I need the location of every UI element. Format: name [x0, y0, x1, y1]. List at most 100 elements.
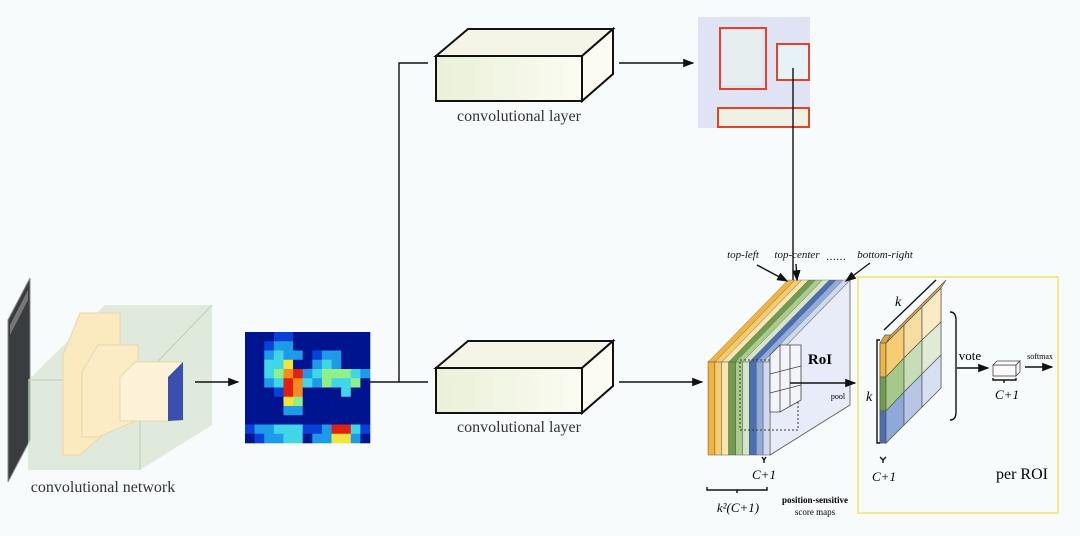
branch-line-top — [398, 62, 428, 382]
heatmap-cell — [293, 341, 303, 351]
heatmap-cell — [350, 369, 361, 379]
heatmap-cell — [321, 341, 332, 351]
heatmap-cell — [331, 387, 342, 398]
position-sensitive-label: position-sensitive — [782, 495, 848, 505]
heatmap-cell — [273, 378, 284, 388]
heatmap-cell — [264, 396, 275, 407]
heatmap-cell — [273, 350, 284, 361]
c-plus-1-maps-label: C+1 — [752, 467, 776, 482]
heatmap-cell — [321, 396, 332, 407]
heatmap-cell — [321, 332, 332, 342]
heatmap-cell — [302, 378, 313, 388]
heatmap-cell — [302, 332, 313, 342]
heatmap-cell — [350, 359, 361, 370]
heatmap-cell — [302, 369, 313, 379]
region-proposal-map — [698, 17, 810, 128]
heatmap-cell — [254, 332, 265, 342]
heatmap-cell — [283, 406, 294, 416]
heatmap-cell — [245, 341, 255, 351]
heatmap-cell — [254, 359, 265, 370]
heatmap-cell — [350, 350, 361, 361]
heatmap-cell — [302, 359, 313, 370]
heatmap-cell — [341, 378, 352, 388]
heatmap-cell — [264, 378, 275, 388]
heatmap-cell — [273, 332, 284, 342]
score-map-slice — [749, 361, 757, 456]
heatmap-cell — [312, 341, 323, 351]
heatmap-cell — [254, 387, 265, 398]
heatmap-cell — [312, 369, 323, 379]
heatmap-cell — [302, 396, 313, 407]
c-plus-1-out-brace — [992, 378, 1017, 383]
bottom-right-label: bottom-right — [857, 249, 914, 261]
heatmap-cell — [293, 369, 303, 379]
c-plus-1-out-label: C+1 — [995, 387, 1019, 402]
heatmap-cell — [360, 359, 371, 370]
heatmap-cell — [273, 415, 284, 425]
heatmap-cell — [293, 396, 303, 407]
heatmap-cell — [302, 415, 313, 425]
heatmap-cell — [283, 341, 294, 351]
heatmap-cell — [254, 406, 265, 416]
heatmap-cell — [264, 387, 275, 398]
heatmap-cell — [341, 396, 352, 407]
heatmap-cell — [293, 350, 303, 361]
heatmap-cell — [273, 359, 284, 370]
heatmap-cell — [293, 415, 303, 425]
heatmap-cell — [283, 332, 294, 342]
heatmap-cell — [341, 433, 352, 444]
heatmap-cell — [312, 433, 323, 444]
heatmap-cell — [360, 424, 371, 435]
heatmap-cell — [293, 424, 303, 435]
heatmap-cell — [264, 433, 275, 444]
heatmap-cell — [245, 350, 255, 361]
heatmap-cell — [245, 359, 255, 370]
score-map-slice — [735, 361, 743, 456]
position-sensitive-score-maps: RoI — [707, 279, 851, 456]
heatmap-cell — [302, 387, 313, 398]
heatmap-cell — [312, 359, 323, 370]
heatmap-cell — [331, 332, 342, 342]
heatmap-cell — [331, 359, 342, 370]
heatmap-cell — [331, 369, 342, 379]
pointer-top-center — [792, 263, 801, 282]
heatmap-cell — [293, 406, 303, 416]
heatmap-cell — [245, 369, 255, 379]
heatmap-cell — [321, 359, 332, 370]
per-roi-box — [857, 276, 1059, 514]
heatmap-cell — [293, 433, 303, 444]
heatmap-cell — [302, 433, 313, 444]
heatmap-cell — [264, 341, 275, 351]
pointer-bottom-right — [844, 262, 871, 282]
roi-label: RoI — [808, 352, 832, 368]
heatmap-cell — [350, 433, 361, 444]
heatmap-cell — [341, 424, 352, 435]
per-roi-label: per ROI — [996, 466, 1048, 483]
heatmap-cell — [264, 415, 275, 425]
heatmap-cell — [283, 396, 294, 407]
heatmap-cell — [254, 378, 265, 388]
heatmap-cell — [331, 350, 342, 361]
heatmap-cell — [341, 350, 352, 361]
heatmap-cell — [321, 378, 332, 388]
heatmap-cell — [273, 396, 284, 407]
heatmap-cell — [331, 406, 342, 416]
heatmap-cell — [254, 424, 265, 435]
heatmap-cell — [293, 332, 303, 342]
c-plus-1-roi-label: C+1 — [872, 469, 896, 484]
score-map-slice — [755, 361, 764, 456]
c-plus-1-roi-brace — [879, 456, 887, 463]
heatmap-cell — [283, 433, 294, 444]
vote-bracket — [949, 311, 957, 421]
heatmap-cell — [273, 341, 284, 351]
heatmap-cell — [331, 424, 342, 435]
heatmap-cell — [312, 350, 323, 361]
heatmap-cell — [360, 387, 371, 398]
heatmap-cell — [341, 415, 352, 425]
heatmap-cell — [331, 396, 342, 407]
heatmap-cell — [273, 406, 284, 416]
heatmap-cell — [321, 387, 332, 398]
heatmap-cell — [245, 332, 255, 342]
